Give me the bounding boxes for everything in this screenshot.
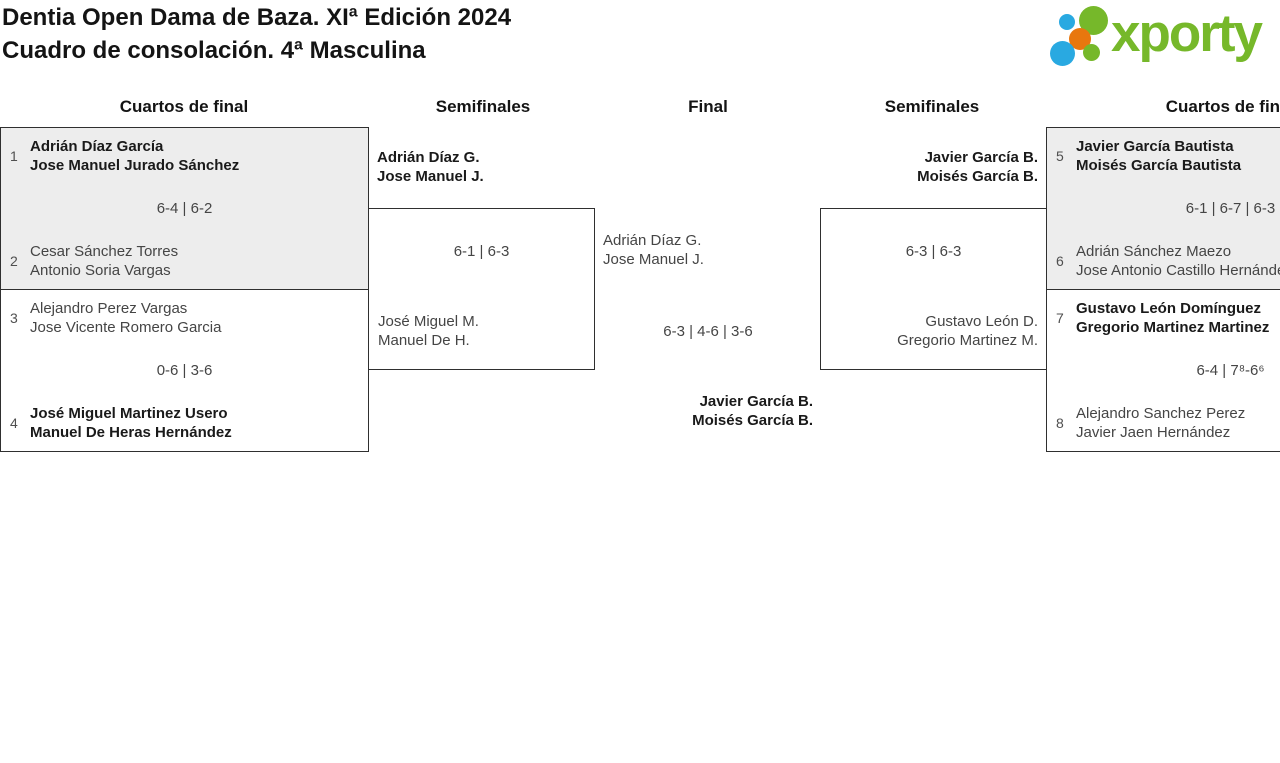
player-name: Jose Manuel Jurado Sánchez xyxy=(30,157,240,174)
match-score: 6-1 | 6-7 | 6-3 xyxy=(1185,200,1276,217)
team-names: Adrián Sánchez Maezo Jose Antonio Castil… xyxy=(1076,242,1280,280)
team-names: Alejandro Perez Vargas Jose Vicente Rome… xyxy=(30,299,221,337)
team-row: 7 Gustavo León Domínguez Gregorio Martin… xyxy=(1047,299,1280,337)
semifinal-right-top-team: Javier García B. Moisés García B. xyxy=(820,148,1038,186)
player-name: Gregorio Martinez Martinez xyxy=(1076,319,1270,336)
seed-number: 5 xyxy=(1056,148,1064,164)
round-label-quarterfinals-left: Cuartos de final xyxy=(119,97,249,116)
player-name: Manuel De H. xyxy=(378,332,470,349)
logo-dot-blue-large xyxy=(1050,41,1075,66)
player-name: Manuel De Heras Hernández xyxy=(30,424,232,441)
player-name: Jose Manuel J. xyxy=(603,251,704,268)
player-name: Alejandro Sanchez Perez xyxy=(1076,405,1246,422)
team-row: 2 Cesar Sánchez Torres Antonio Soria Var… xyxy=(1,242,368,280)
seed-number: 3 xyxy=(10,310,18,326)
player-name: Javier Jaen Hernández xyxy=(1076,424,1231,441)
page-title: Dentia Open Dama de Baza. XIª Edición 20… xyxy=(2,4,512,31)
player-name: Jose Manuel J. xyxy=(377,168,484,185)
match-semifinal-left: 6-1 | 6-3 José Miguel M. Manuel De H. xyxy=(368,208,595,370)
round-label-final: Final xyxy=(688,97,728,116)
round-label-semifinals-left: Semifinales xyxy=(435,97,531,116)
team-names-winner: Adrián Díaz García Jose Manuel Jurado Sá… xyxy=(30,137,239,175)
seed-number: 7 xyxy=(1056,310,1064,326)
seed-number: 8 xyxy=(1056,415,1064,431)
team-names: Cesar Sánchez Torres Antonio Soria Varga… xyxy=(30,242,178,280)
player-name: Gustavo León Domínguez xyxy=(1076,300,1262,317)
player-name: José Miguel M. xyxy=(378,313,479,330)
match-score: 0-6 | 3-6 xyxy=(156,362,213,379)
player-name: Antonio Soria Vargas xyxy=(30,262,171,279)
team-names-winner: Gustavo León Domínguez Gregorio Martinez… xyxy=(1076,299,1269,337)
match-quarterfinal-2: 3 Alejandro Perez Vargas Jose Vicente Ro… xyxy=(0,289,369,452)
player-name: Gustavo León D. xyxy=(925,313,1038,330)
player-name: José Miguel Martinez Usero xyxy=(30,405,228,422)
page-subtitle: Cuadro de consolación. 4ª Masculina xyxy=(2,37,426,64)
match-quarterfinal-1: 1 Adrián Díaz García Jose Manuel Jurado … xyxy=(0,127,369,290)
team-names: José Miguel M. Manuel De H. xyxy=(378,312,479,350)
team-names: Alejandro Sanchez Perez Javier Jaen Hern… xyxy=(1076,404,1245,442)
logo-dot-green-small xyxy=(1083,44,1100,61)
final-bottom-team-winner: Javier García B. Moisés García B. xyxy=(613,392,813,430)
team-row: 1 Adrián Díaz García Jose Manuel Jurado … xyxy=(1,137,368,175)
match-score: 6-4 | 6-2 xyxy=(156,200,213,217)
logo-dot-orange xyxy=(1069,28,1091,50)
player-name: Gregorio Martinez M. xyxy=(897,332,1038,349)
team-row: 6 Adrián Sánchez Maezo Jose Antonio Cast… xyxy=(1047,242,1280,280)
player-name: Adrián Díaz García xyxy=(30,138,164,155)
final-top-team: Adrián Díaz G. Jose Manuel J. xyxy=(603,231,704,269)
round-label-semifinals-right: Semifinales xyxy=(884,97,980,116)
team-row: 5 Javier García Bautista Moisés García B… xyxy=(1047,137,1280,175)
seed-number: 1 xyxy=(10,148,18,164)
team-row: 3 Alejandro Perez Vargas Jose Vicente Ro… xyxy=(1,299,368,337)
match-quarterfinal-3: 5 Javier García Bautista Moisés García B… xyxy=(1046,127,1280,290)
team-row: 4 José Miguel Martinez Usero Manuel De H… xyxy=(1,404,368,442)
seed-number: 6 xyxy=(1056,253,1064,269)
team-row: 8 Alejandro Sanchez Perez Javier Jaen He… xyxy=(1047,404,1280,442)
final-score: 6-3 | 4-6 | 3-6 xyxy=(663,323,753,340)
logo-dot-blue-small xyxy=(1059,14,1075,30)
match-score: 6-3 | 6-3 xyxy=(905,243,962,260)
match-score: 6-4 | 7⁸-6⁶ xyxy=(1196,362,1265,379)
semifinal-left-top-team: Adrián Díaz G. Jose Manuel J. xyxy=(377,148,484,186)
team-names-winner: Javier García Bautista Moisés García Bau… xyxy=(1076,137,1241,175)
player-name: Moisés García B. xyxy=(692,412,813,429)
seed-number: 2 xyxy=(10,253,18,269)
match-quarterfinal-4: 7 Gustavo León Domínguez Gregorio Martin… xyxy=(1046,289,1280,452)
player-name: Adrián Díaz G. xyxy=(377,149,480,166)
player-name: Javier García B. xyxy=(924,149,1038,166)
match-score: 6-1 | 6-3 xyxy=(453,243,510,260)
round-label-quarterfinals-right: Cuartos de final xyxy=(1165,97,1280,116)
player-name: Moisés García Bautista xyxy=(1076,157,1242,174)
player-name: Javier García B. xyxy=(699,393,813,410)
player-name: Cesar Sánchez Torres xyxy=(30,243,179,260)
seed-number: 4 xyxy=(10,415,18,431)
team-names: Gustavo León D. Gregorio Martinez M. xyxy=(897,312,1038,350)
player-name: Javier García Bautista xyxy=(1076,138,1234,155)
player-name: Jose Antonio Castillo Hernández xyxy=(1076,262,1280,279)
player-name: Moisés García B. xyxy=(917,168,1038,185)
player-name: Jose Vicente Romero Garcia xyxy=(30,319,222,336)
match-semifinal-right: 6-3 | 6-3 Gustavo León D. Gregorio Marti… xyxy=(820,208,1047,370)
logo-wordmark: xporty xyxy=(1111,4,1263,63)
player-name: Alejandro Perez Vargas xyxy=(30,300,188,317)
player-name: Adrián Sánchez Maezo xyxy=(1076,243,1232,260)
player-name: Adrián Díaz G. xyxy=(603,232,702,249)
team-names-winner: José Miguel Martinez Usero Manuel De Her… xyxy=(30,404,232,442)
